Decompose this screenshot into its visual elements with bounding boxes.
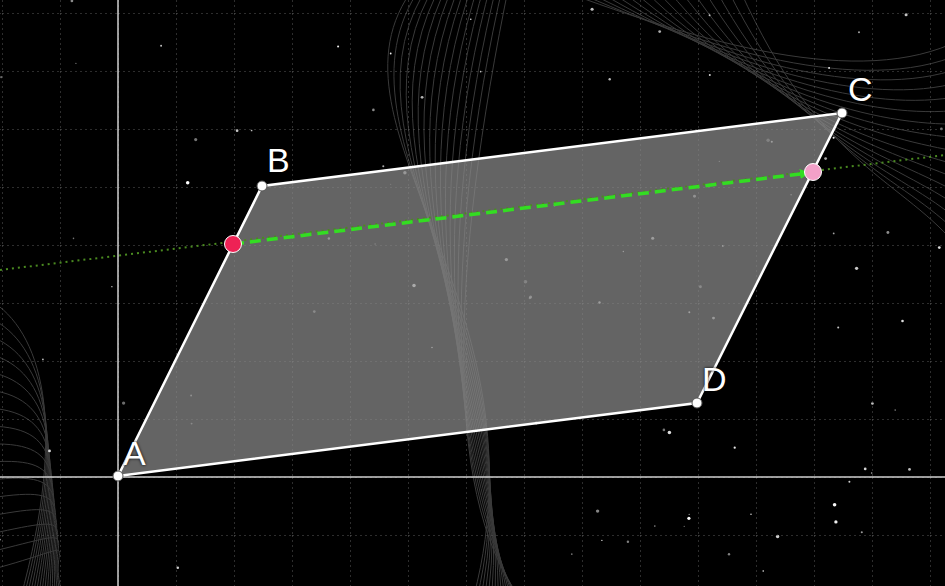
vertex-label: C (848, 72, 873, 106)
vertex-label: B (267, 143, 290, 177)
start-point (225, 236, 242, 253)
vertex-label: A (123, 436, 146, 470)
parallelogram (118, 113, 842, 476)
vertex-point (837, 108, 847, 118)
vertex-label: D (702, 362, 727, 396)
vector-arrow (233, 173, 808, 244)
vertex-point (113, 471, 123, 481)
end-point (805, 164, 822, 181)
vertex-point (692, 398, 702, 408)
x-axis (0, 476, 945, 478)
vertex-point (257, 181, 267, 191)
dotted-line (0, 155, 945, 270)
y-axis (117, 0, 119, 586)
